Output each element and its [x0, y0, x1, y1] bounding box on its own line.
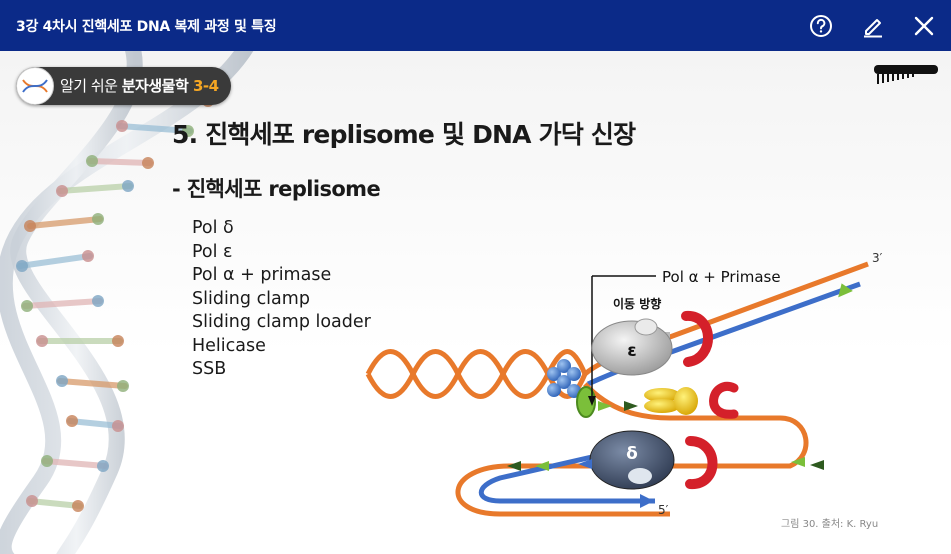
- list-item: Pol δ: [192, 218, 234, 238]
- list-item: SSB: [192, 359, 227, 379]
- course-badge: 알기 쉬운 분자생물학 3-4: [16, 67, 231, 105]
- direction-label: 이동 방향: [613, 296, 661, 311]
- list-item: Sliding clamp: [192, 288, 310, 309]
- replisome-diagram: Pol α + Primase 이동 방향 ε δ: [365, 251, 883, 517]
- pol-delta: δ: [589, 430, 675, 490]
- list-item: Pol ε: [192, 241, 233, 262]
- window-title: 3강 4차시 진핵세포 DNA 복제 과정 및 특징: [16, 19, 277, 35]
- delta-label: δ: [626, 444, 638, 464]
- close-button[interactable]: [911, 13, 937, 39]
- sliding-clamp-loader: [644, 387, 698, 415]
- dna-helix-illustration: [0, 51, 254, 554]
- pol-alpha-label: Pol α + Primase: [662, 268, 781, 286]
- slide-canvas: 알기 쉬운 분자생물학 3-4 5. 진핵세포 replisome 및 DNA …: [0, 51, 951, 554]
- dna-logo-icon: [16, 67, 54, 105]
- open-sliding-clamp: [709, 381, 739, 419]
- pol-epsilon: ε: [591, 318, 673, 376]
- pencil-icon: [864, 19, 882, 38]
- helicase: [547, 359, 581, 398]
- five-prime-label: 5′: [658, 503, 669, 517]
- figure-caption: 그림 30. 출처: K. Ryu: [781, 519, 879, 530]
- question-circle-icon: [810, 15, 832, 37]
- course-prefix: 알기 쉬운: [60, 77, 122, 95]
- list-item: Helicase: [192, 335, 266, 356]
- lagging-strand: [455, 382, 809, 517]
- pol-alpha-primase: [576, 386, 596, 418]
- replisome-component-list: Pol δ Pol ε Pol α + primase Sliding clam…: [192, 217, 371, 382]
- help-button[interactable]: [808, 13, 834, 39]
- slide-heading: 5. 진핵세포 replisome 및 DNA 가닥 신장: [172, 120, 636, 149]
- title-bar: 3강 4차시 진핵세포 DNA 복제 과정 및 특징: [0, 0, 951, 51]
- primer-arrows: [507, 401, 824, 471]
- brand-logo: [874, 65, 938, 84]
- close-icon: [914, 16, 934, 36]
- course-badge-text: 알기 쉬운 분자생물학 3-4: [60, 75, 219, 96]
- edit-button[interactable]: [860, 13, 886, 39]
- epsilon-label: ε: [627, 341, 636, 361]
- sliding-clamp-bottom: [685, 436, 718, 489]
- list-item: Sliding clamp loader: [192, 312, 371, 332]
- sliding-clamp-top: [681, 311, 713, 367]
- course-name: 분자생물학: [121, 77, 193, 95]
- course-number: 3-4: [192, 77, 219, 95]
- three-prime-label: 3′: [872, 251, 883, 265]
- list-item: Pol α + primase: [192, 265, 332, 285]
- slide-subheading: - 진핵세포 replisome: [172, 177, 381, 201]
